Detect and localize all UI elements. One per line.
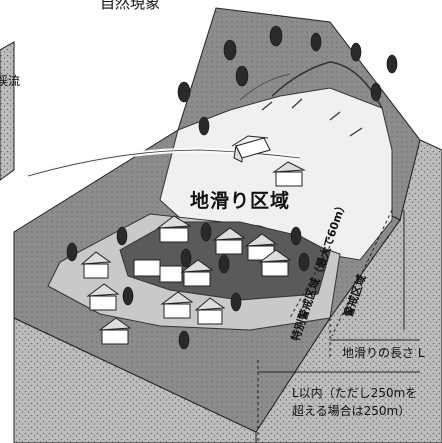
top-caption: 自然現象 xyxy=(100,0,161,12)
crack-mark xyxy=(261,98,363,137)
stream-label: 渓流 xyxy=(0,74,21,88)
scarp-line xyxy=(239,73,291,101)
house xyxy=(194,297,226,325)
trees xyxy=(66,25,398,350)
house xyxy=(231,135,271,163)
landslide-length-label: 地滑りの長さ L xyxy=(342,346,425,360)
house xyxy=(86,283,120,311)
house xyxy=(258,249,292,277)
distance-note-line2: 超える場合は250m） xyxy=(292,404,411,418)
left-block xyxy=(0,41,15,181)
stream-edge xyxy=(27,149,301,177)
house xyxy=(98,317,132,345)
house xyxy=(212,227,246,255)
house xyxy=(180,259,214,287)
house xyxy=(133,259,183,283)
house xyxy=(156,215,192,243)
dimension-lines xyxy=(257,209,420,443)
house xyxy=(272,161,306,187)
landslide-area-label: 地滑り区域 xyxy=(190,190,291,212)
house xyxy=(80,251,112,279)
distance-note-line1: L以内（ただし250mを xyxy=(292,386,418,400)
scarp-line xyxy=(271,61,383,109)
house xyxy=(160,291,194,319)
